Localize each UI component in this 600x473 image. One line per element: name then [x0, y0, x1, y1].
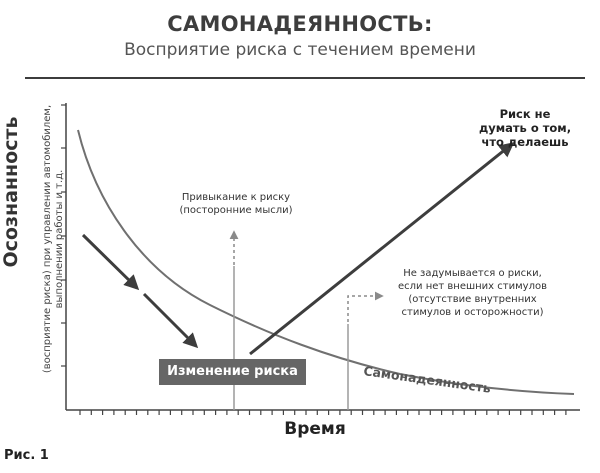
- figure-label: Рис. 1: [4, 448, 49, 463]
- complacency-curve: [77, 129, 575, 395]
- x-axis-title: Время: [284, 419, 346, 439]
- descending-arrow-lower: [142, 292, 199, 349]
- diagram-subtitle: Восприятие риска с течением времени: [124, 40, 476, 60]
- risk-not-thinking-label: Риск не думать о том, что делаешь: [478, 107, 572, 149]
- y-axis-note: (восприятие риска) при управлении автомо…: [42, 104, 65, 374]
- title-rule: [25, 77, 585, 79]
- no-thinking-label: Не задумывается о риски, если нет внешни…: [398, 268, 547, 318]
- y-axis-ticks: [61, 104, 66, 367]
- risk-change-box: Изменение риска: [159, 359, 306, 385]
- y-axis-title: Осознанность: [0, 116, 22, 268]
- x-axis-ticks: [79, 410, 567, 415]
- ascending-risk-arrow: [249, 142, 515, 356]
- habituation-label: Привыкание к риску (посторонние мысли): [179, 192, 293, 216]
- complacency-curve-label: Самонадеянность: [363, 363, 492, 396]
- no-thinking-dashed-arrow: [347, 291, 384, 322]
- diagram-title: САМОНАДЕЯННОСТЬ:: [167, 12, 433, 36]
- descending-arrow-upper: [81, 233, 140, 291]
